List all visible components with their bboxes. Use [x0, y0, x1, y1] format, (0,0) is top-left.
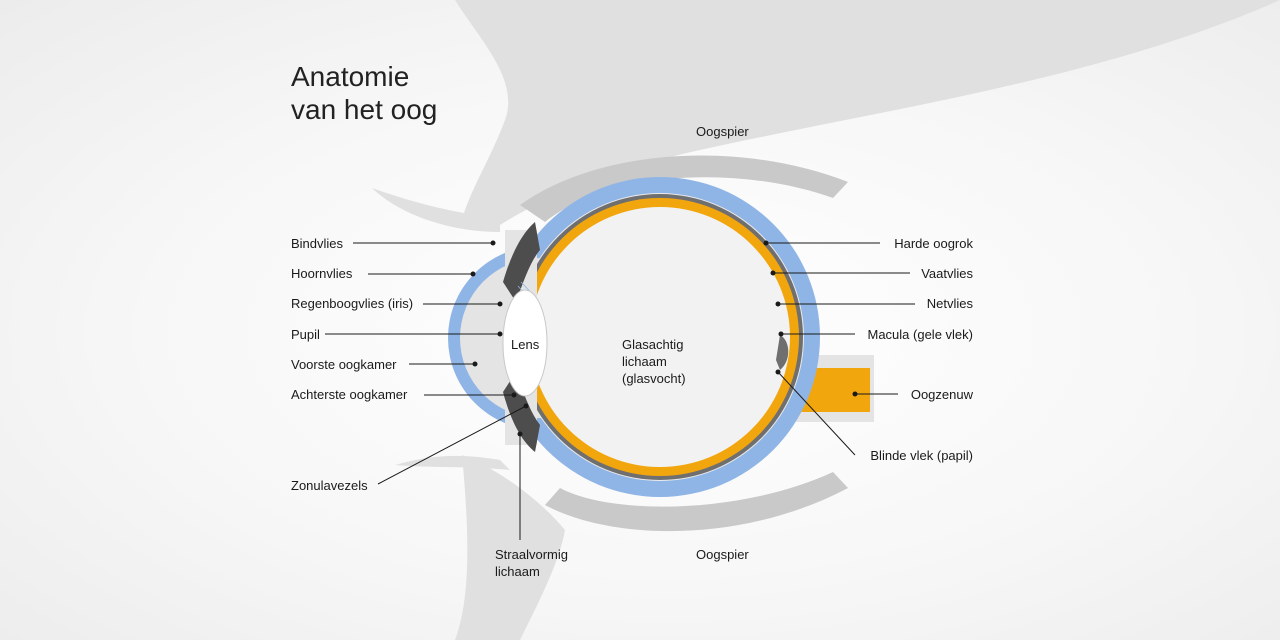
label-netvlies: Netvlies [927, 296, 974, 311]
label-macula: Macula (gele vlek) [868, 327, 974, 342]
label-glasachtig-line-1: Glasachtig [622, 337, 683, 352]
dot-netvlies [776, 302, 781, 307]
label-pupil: Pupil [291, 327, 320, 342]
label-achterste-oogkamer: Achterste oogkamer [291, 387, 408, 402]
label-blinde-vlek: Blinde vlek (papil) [870, 448, 973, 463]
label-oogspier-top: Oogspier [696, 124, 749, 139]
label-glasachtig-line-2: lichaam [622, 354, 667, 369]
dot-zonulavezels [524, 404, 529, 409]
dot-voorste-oogkamer [473, 362, 478, 367]
label-zonulavezels: Zonulavezels [291, 478, 368, 493]
label-vaatvlies: Vaatvlies [921, 266, 973, 281]
dot-bindvlies [491, 241, 496, 246]
label-hoornvlies: Hoornvlies [291, 266, 353, 281]
leader-zonulavezels [378, 406, 526, 484]
dot-regenboogvlies [498, 302, 503, 307]
dot-blinde-vlek [776, 370, 781, 375]
dot-straalvormig [518, 432, 523, 437]
label-oogspier-bottom: Oogspier [696, 547, 749, 562]
label-glasachtig-line-3: (glasvocht) [622, 371, 686, 386]
dot-oogzenuw [853, 392, 858, 397]
label-harde-oogrok: Harde oogrok [894, 236, 973, 251]
dot-pupil [498, 332, 503, 337]
dot-vaatvlies [771, 271, 776, 276]
label-oogzenuw: Oogzenuw [911, 387, 974, 402]
dot-hoornvlies [471, 272, 476, 277]
dot-harde-oogrok [764, 241, 769, 246]
label-bindvlies: Bindvlies [291, 236, 344, 251]
label-voorste-oogkamer: Voorste oogkamer [291, 357, 397, 372]
lower-eyelid-shape [395, 456, 510, 470]
dot-achterste-oogkamer [512, 393, 517, 398]
label-regenboogvlies: Regenboogvlies (iris) [291, 296, 413, 311]
dot-macula [779, 332, 784, 337]
label-straalvormig-line-2: lichaam [495, 564, 540, 579]
label-lens: Lens [511, 337, 540, 352]
label-straalvormig-line-1: Straalvormig [495, 547, 568, 562]
